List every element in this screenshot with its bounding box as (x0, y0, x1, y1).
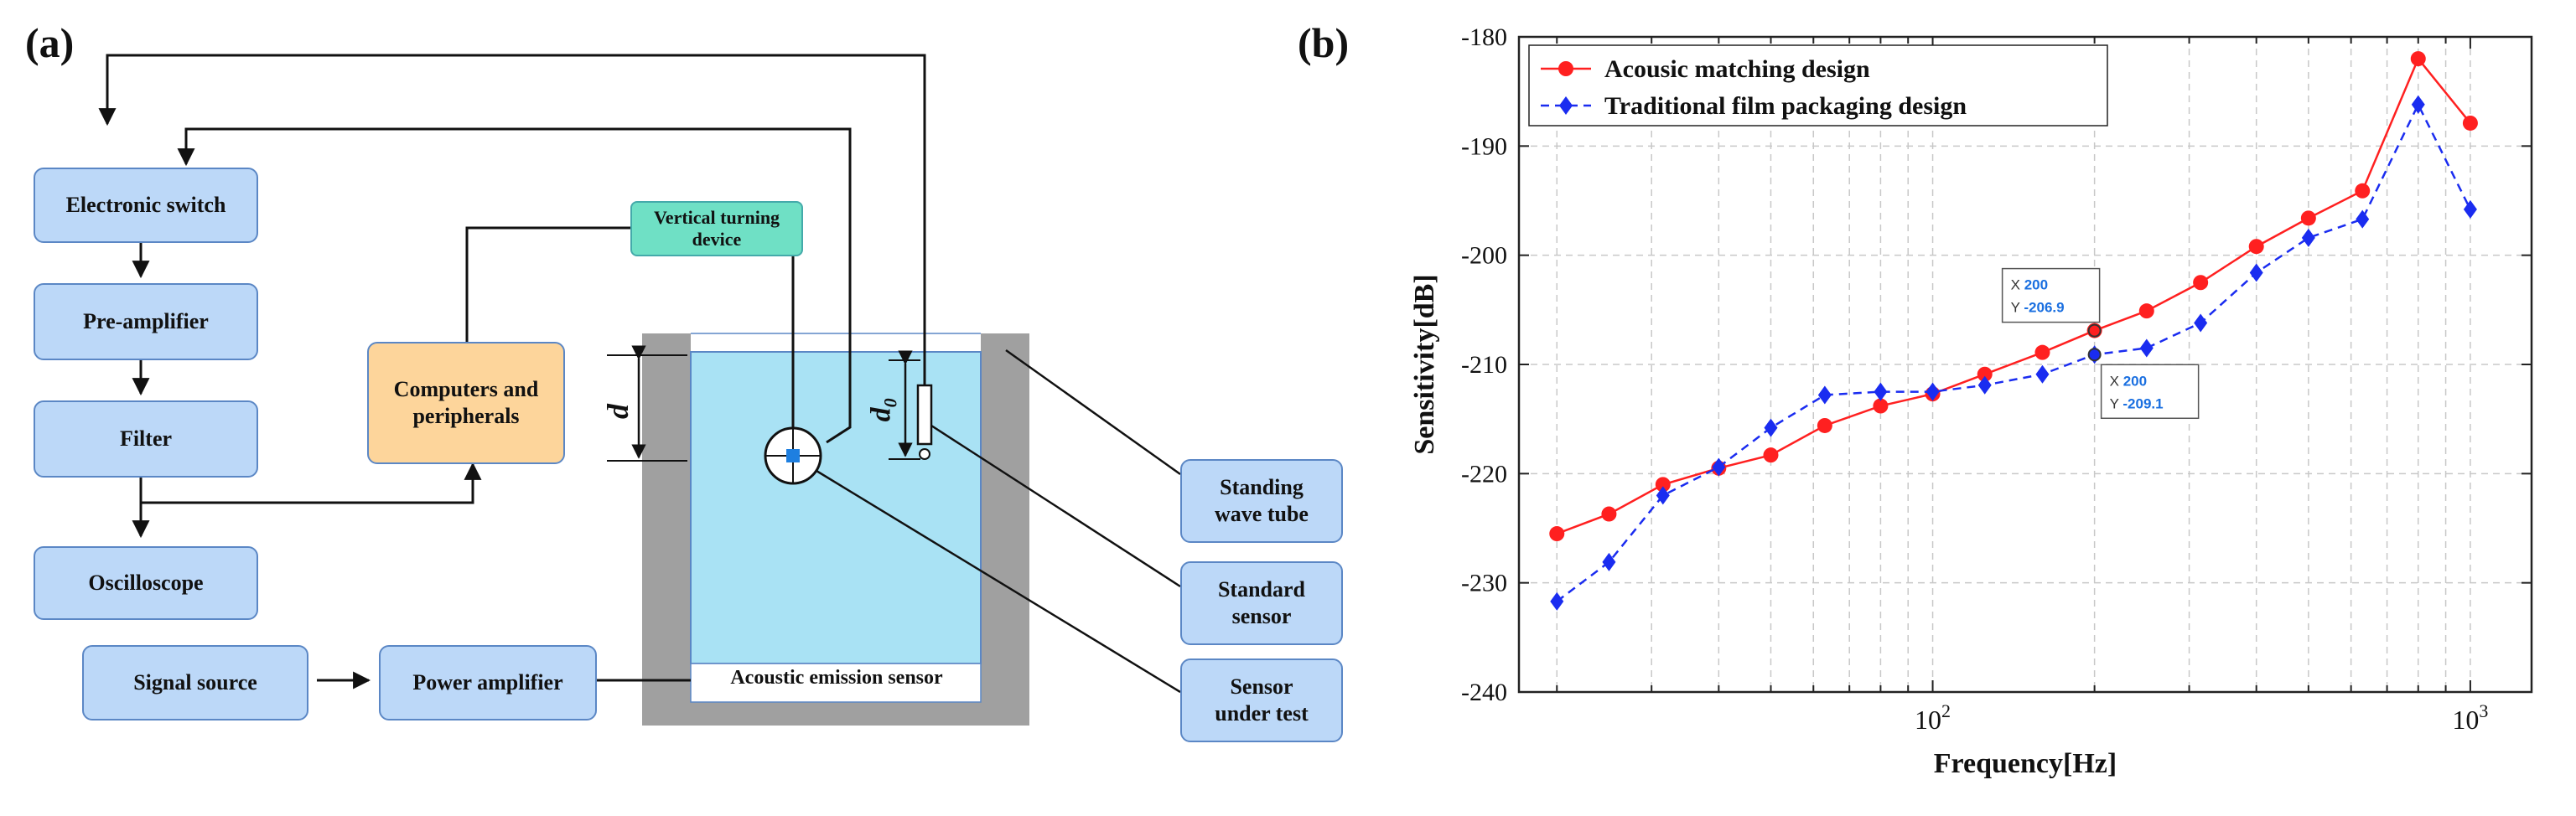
datatip-box-1 (2001, 267, 2101, 323)
standard-sensor-box: Standard sensor (1180, 561, 1343, 645)
series-1-point (2300, 210, 2316, 226)
sensor-under-test-box: Sensor under test (1180, 658, 1343, 742)
vertical-turning-device-box: Vertical turning device (630, 201, 803, 256)
power-amplifier-box: Power amplifier (379, 645, 597, 720)
series-2-point (1926, 382, 1940, 401)
signal-source-box: Signal source (82, 645, 308, 720)
x-tick-label: 102 (1915, 700, 1951, 735)
series-1-point (1873, 398, 1889, 414)
tube-bottom (642, 702, 1029, 726)
series-1-point (2193, 275, 2209, 291)
series-1-point (2462, 115, 2478, 131)
x-axis-label: Frequency[Hz] (1934, 748, 2117, 779)
series-1-point (1977, 366, 1993, 382)
series-2-point (1764, 418, 1778, 437)
y-axis-label: Sensitivity[dB] (1409, 274, 1440, 454)
tube-right-wall (981, 333, 1029, 726)
legend-box (1528, 44, 2108, 127)
series-2-point (1817, 385, 1832, 405)
series-1-point (2138, 303, 2154, 319)
legend-label-1: Acousic matching design (1604, 55, 1870, 83)
series-2-point (1874, 382, 1888, 401)
computers-box: Computers and peripherals (367, 342, 565, 464)
datatip-x-2: X 200 (2110, 373, 2147, 389)
series-2-point (2139, 338, 2154, 358)
series-1-point (2034, 344, 2050, 360)
acoustic-emission-sensor-label: Acoustic emission sensor (730, 667, 943, 689)
y-tick-label: -200 (1461, 242, 1507, 270)
series-1-point (1655, 477, 1671, 493)
series-2-point (1602, 552, 1616, 571)
y-tick-label: -210 (1461, 351, 1507, 379)
panel-b-label: (b) (1298, 19, 1350, 66)
tube-left-wall (642, 333, 691, 726)
legend-label-2: Traditional film packaging design (1604, 92, 1967, 120)
series-1-point (2410, 51, 2426, 67)
series-1-point (2248, 239, 2264, 255)
series-2-point (2301, 228, 2315, 247)
series-2-point (2411, 95, 2425, 114)
series-2-point (2035, 364, 2050, 384)
y-tick-label: -180 (1461, 23, 1507, 51)
series-1-point (2355, 183, 2371, 199)
series-2-point (2194, 313, 2208, 333)
filter-box: Filter (34, 400, 258, 478)
electronic-switch-box: Electronic switch (34, 168, 258, 243)
datatip-box-2 (2100, 364, 2200, 420)
series-1-point (1763, 447, 1779, 463)
datatip-marker-2 (2087, 348, 2102, 362)
series-1-point (1601, 506, 1617, 522)
oscilloscope-box: Oscilloscope (34, 546, 258, 620)
datatip-y-2: Y -209.1 (2110, 395, 2164, 411)
y-tick-label: -240 (1461, 679, 1507, 706)
pre-amplifier-box: Pre-amplifier (34, 283, 258, 360)
datatip-y-1: Y -206.9 (2011, 300, 2065, 316)
y-tick-label: -230 (1461, 570, 1507, 597)
tube-base-plate (690, 663, 982, 703)
standing-wave-tube-box: Standing wave tube (1180, 459, 1343, 543)
series-2-point (1656, 486, 1670, 505)
legend-marker-1 (1558, 61, 1573, 76)
datatip-x-1: X 200 (2011, 277, 2048, 293)
series-2-point (2249, 263, 2263, 282)
series-2-point (1712, 457, 1726, 477)
y-tick-label: -190 (1461, 132, 1507, 160)
series-2-point (1550, 591, 1564, 611)
series-line-2 (1556, 101, 2472, 602)
datatip-marker-1 (2087, 323, 2102, 338)
x-tick-label: 103 (2452, 700, 2488, 735)
series-1-point (1817, 417, 1832, 433)
tube-water (690, 351, 982, 664)
series-2-point (2356, 209, 2370, 229)
series-1-point (1549, 526, 1565, 542)
series-2-point (2463, 199, 2477, 219)
series-2-point (1977, 375, 1992, 395)
panel-a-label: (a) (25, 19, 75, 66)
standard-sensor-symbol (916, 384, 933, 446)
y-tick-label: -220 (1461, 460, 1507, 488)
legend-marker-2 (1559, 96, 1573, 115)
